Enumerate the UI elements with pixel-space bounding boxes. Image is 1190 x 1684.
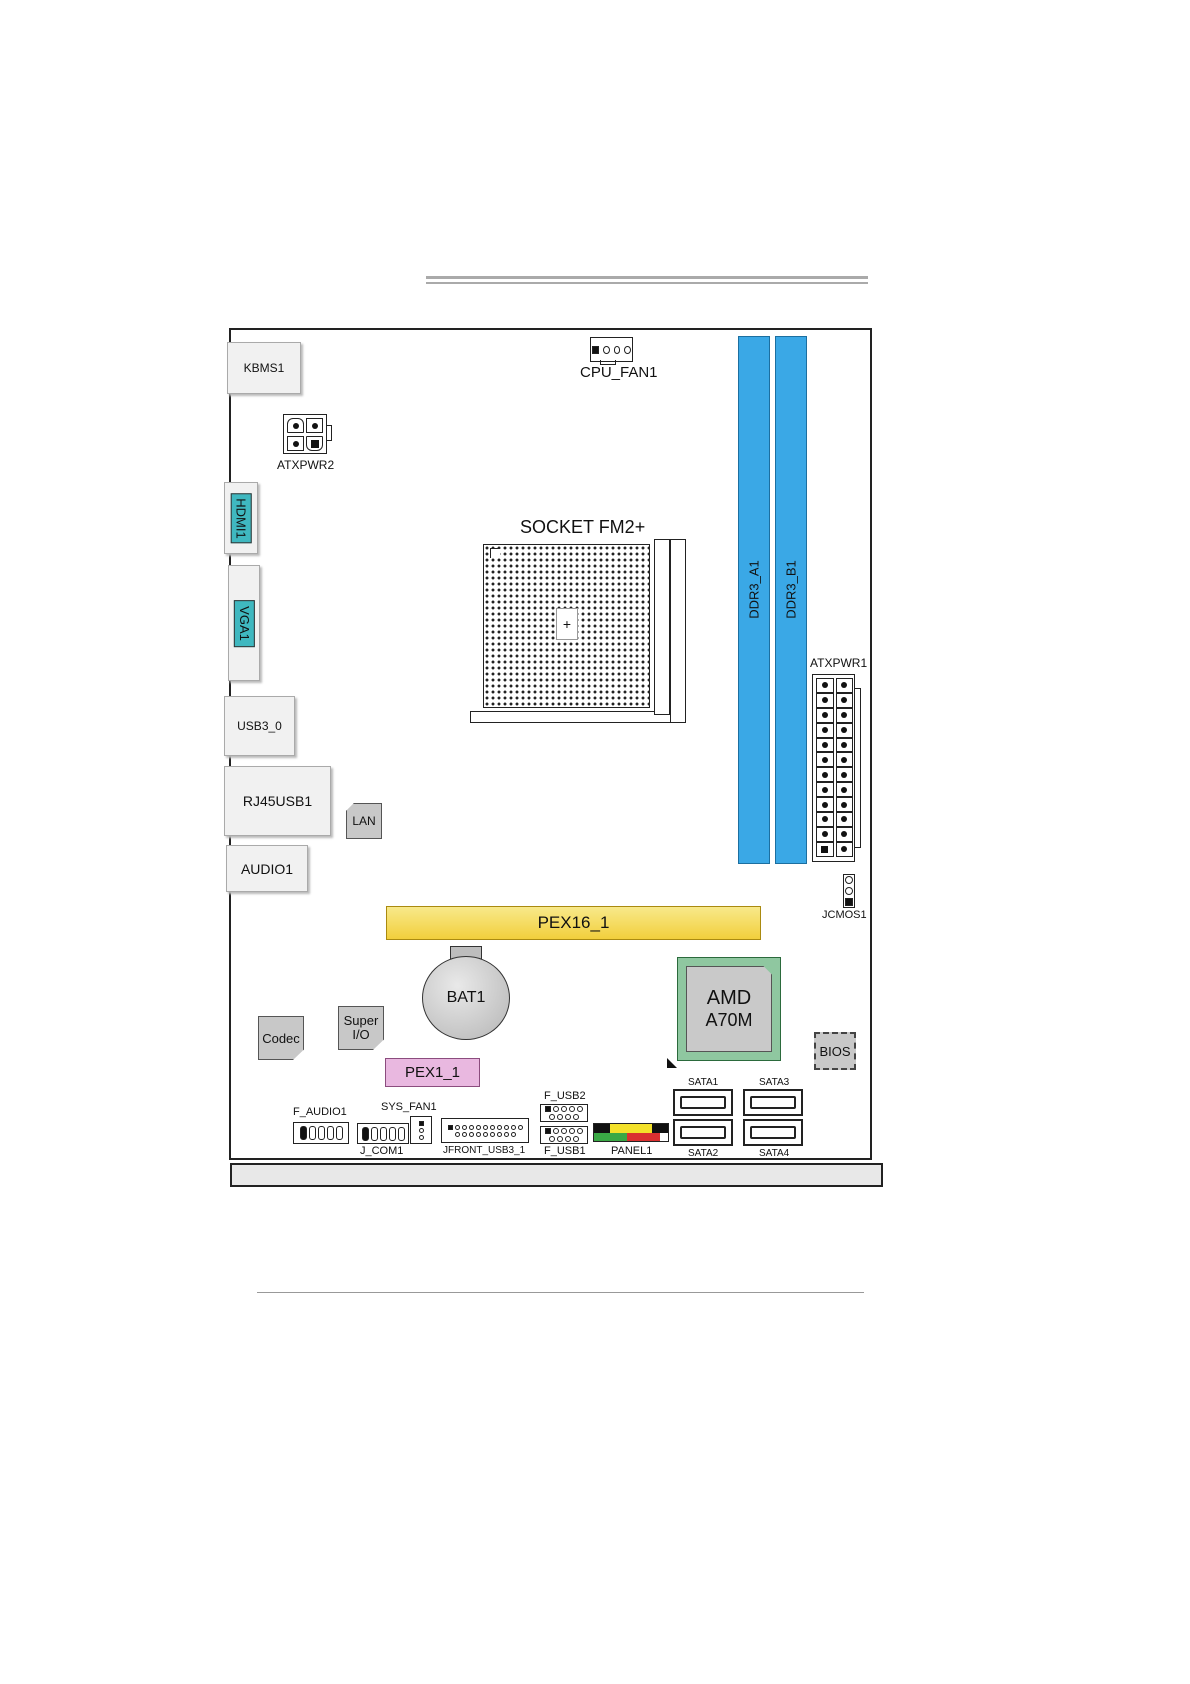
sata3-label: SATA3 (759, 1077, 789, 1088)
jfront-usb3-header (441, 1118, 529, 1143)
atx-pin (816, 678, 834, 693)
cpu-fan-label: CPU_FAN1 (580, 364, 658, 381)
sys-fan-label: SYS_FAN1 (381, 1101, 437, 1113)
atx-pin (836, 797, 854, 812)
pex1-slot: PEX1_1 (385, 1058, 480, 1087)
atx-pin (836, 678, 854, 693)
header-rule-2 (426, 282, 868, 284)
dimm-a1-label: DDR3_A1 (747, 559, 762, 621)
usb3-port: USB3_0 (224, 696, 295, 756)
sys-fan-connector (410, 1116, 432, 1144)
dimm-b1-label: DDR3_B1 (784, 559, 799, 621)
atx-pin (816, 797, 834, 812)
kbms-port: KBMS1 (227, 342, 301, 394)
atx-pin (816, 812, 834, 827)
sata2-label: SATA2 (688, 1148, 718, 1159)
battery: BAT1 (422, 956, 510, 1040)
footer-rule (257, 1292, 864, 1293)
j-com-header (357, 1123, 409, 1144)
hdmi-label: HDMI1 (231, 493, 252, 543)
f-usb1-label: F_USB1 (544, 1145, 586, 1157)
atx-pin (836, 767, 854, 782)
atx-pin (836, 708, 854, 723)
sata2-port (673, 1119, 733, 1146)
atxpwr1-connector (812, 674, 855, 862)
atx-pin (836, 827, 854, 842)
atx-pin (816, 723, 834, 738)
chipset-model: A70M (705, 1010, 752, 1032)
atx-pin (836, 752, 854, 767)
bios-chip: BIOS (814, 1032, 856, 1070)
pex16-slot: PEX16_1 (386, 906, 761, 940)
atxpwr2-latch (327, 425, 332, 441)
battery-label: BAT1 (447, 989, 486, 1007)
jfront-usb3-label: JFRONT_USB3_1 (443, 1145, 525, 1156)
atxpwr1-label: ATXPWR1 (810, 656, 867, 670)
audio-label: AUDIO1 (241, 861, 293, 877)
cpu-socket: + (470, 539, 686, 725)
sata4-port (743, 1119, 803, 1146)
atx-pin (836, 723, 854, 738)
vga-port: VGA1 (228, 565, 260, 681)
board-bottom-strip (230, 1163, 883, 1187)
cpu-center-mark: + (556, 608, 578, 640)
atx-pin (836, 738, 854, 753)
j-com-label: J_COM1 (360, 1145, 403, 1157)
atxpwr1-latch (855, 688, 861, 848)
sata1-port (673, 1089, 733, 1116)
codec-chip: Codec (258, 1016, 304, 1060)
atx-pin (816, 842, 834, 857)
chipset-pin1-marker (667, 1058, 677, 1068)
panel-header (593, 1123, 669, 1142)
atx-pin (816, 767, 834, 782)
atx-pin (816, 752, 834, 767)
atxpwr2-connector (283, 414, 327, 454)
f-usb2-label: F_USB2 (544, 1090, 586, 1102)
atx-pin (836, 693, 854, 708)
atx-pin (836, 812, 854, 827)
atx-pin (816, 738, 834, 753)
panel-label: PANEL1 (611, 1145, 652, 1157)
pex1-label: PEX1_1 (405, 1064, 460, 1081)
atxpwr2-label: ATXPWR2 (277, 458, 334, 472)
lan-chip: LAN (346, 803, 382, 839)
pex16-label: PEX16_1 (538, 913, 610, 933)
jcmos-label: JCMOS1 (822, 909, 867, 921)
socket-label: SOCKET FM2+ (520, 517, 645, 538)
sata4-label: SATA4 (759, 1148, 789, 1159)
f-usb1-header (540, 1126, 588, 1144)
f-audio-label: F_AUDIO1 (293, 1106, 347, 1118)
atx-pin (816, 827, 834, 842)
atx-pin (816, 782, 834, 797)
chipset-die: AMD A70M (686, 966, 772, 1052)
header-rule (426, 276, 868, 279)
audio-port: AUDIO1 (226, 845, 308, 892)
f-audio-header (293, 1122, 349, 1144)
hdmi-port: HDMI1 (224, 482, 258, 554)
cpu-fan-connector (590, 337, 633, 362)
sata3-port (743, 1089, 803, 1116)
sata1-label: SATA1 (688, 1077, 718, 1088)
atx-pin (816, 693, 834, 708)
chipset-package: AMD A70M (677, 957, 781, 1061)
atx-pin (836, 842, 854, 857)
rj45usb-label: RJ45USB1 (243, 793, 312, 809)
kbms-label: KBMS1 (244, 361, 285, 375)
atx-pin (836, 782, 854, 797)
atx-pin (816, 708, 834, 723)
usb3-label: USB3_0 (237, 719, 282, 733)
vga-label: VGA1 (234, 600, 255, 647)
rj45usb-port: RJ45USB1 (224, 766, 331, 836)
f-usb2-header (540, 1104, 588, 1122)
jcmos-jumper (843, 874, 855, 908)
chipset-brand: AMD (707, 986, 751, 1010)
